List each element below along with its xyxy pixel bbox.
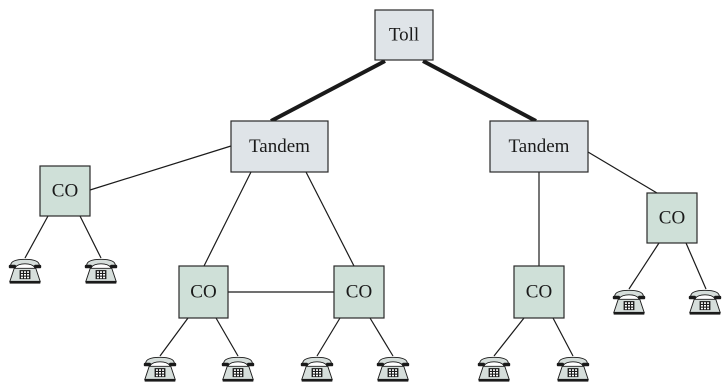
- co-under-right-tandem-box: [513, 265, 565, 319]
- link-co-mid-left-phone-2: [215, 317, 239, 357]
- co-mid-left-box: [178, 265, 229, 319]
- link-co-far-right-phone-1: [628, 242, 660, 290]
- link-tandem-left-co-far-left: [89, 145, 232, 191]
- telephone-icon: [376, 356, 410, 383]
- telephone-icon: [300, 356, 334, 383]
- co-mid-right-label: CO: [346, 282, 372, 303]
- tandem-right-label: Tandem: [509, 136, 570, 157]
- co-mid-right-box: [333, 265, 385, 319]
- co-under-right-tandem-label: CO: [526, 282, 552, 303]
- link-toll-tandem-left: [270, 59, 386, 123]
- telephone-icon: [8, 258, 42, 285]
- toll-box: [374, 9, 434, 61]
- co-under-right-tandem-node: CO: [513, 265, 565, 319]
- link-co-under-phone-1: [493, 317, 525, 357]
- connections: [24, 59, 707, 357]
- link-tandem-left-co-mid-left: [203, 171, 252, 267]
- link-toll-tandem-right: [422, 59, 537, 123]
- telephone-icon: [477, 356, 511, 383]
- tandem-right-node: Tandem: [489, 120, 589, 173]
- co-far-right-node: CO: [646, 192, 698, 244]
- co-far-right-box: [646, 192, 698, 244]
- link-co-far-left-phone-1: [24, 215, 49, 259]
- link-co-mid-right-phone-1: [316, 317, 341, 357]
- link-co-mid-left-phone-1: [159, 317, 189, 357]
- tandem-left-box: [230, 120, 329, 173]
- link-co-far-left-phone-2: [79, 215, 102, 259]
- co-far-left-box: [39, 165, 91, 217]
- tandem-right-box: [489, 120, 589, 173]
- co-mid-left-label: CO: [190, 282, 216, 303]
- co-far-right-label: CO: [659, 208, 685, 229]
- telephone-icon: [143, 356, 177, 383]
- link-tandem-left-co-mid-right: [305, 171, 355, 267]
- toll-label: Toll: [389, 25, 419, 46]
- link-co-mid-right-phone-2: [369, 317, 394, 357]
- link-co-under-phone-2: [552, 317, 574, 357]
- link-tandem-right-co-far-right: [587, 151, 658, 194]
- link-co-far-right-phone-2: [685, 242, 707, 290]
- tandem-left-node: Tandem: [230, 120, 329, 173]
- telephone-icon: [84, 258, 118, 285]
- co-mid-right-node: CO: [333, 265, 385, 319]
- co-mid-left-node: CO: [178, 265, 229, 319]
- telephone-icon: [556, 356, 590, 383]
- telephone-icon: [688, 289, 722, 316]
- tandem-left-label: Tandem: [249, 136, 310, 157]
- telephone-icon: [221, 356, 255, 383]
- toll-node: Toll: [374, 9, 434, 61]
- co-far-left-node: CO: [39, 165, 91, 217]
- co-far-left-label: CO: [52, 181, 78, 202]
- telephone-icon: [612, 289, 646, 316]
